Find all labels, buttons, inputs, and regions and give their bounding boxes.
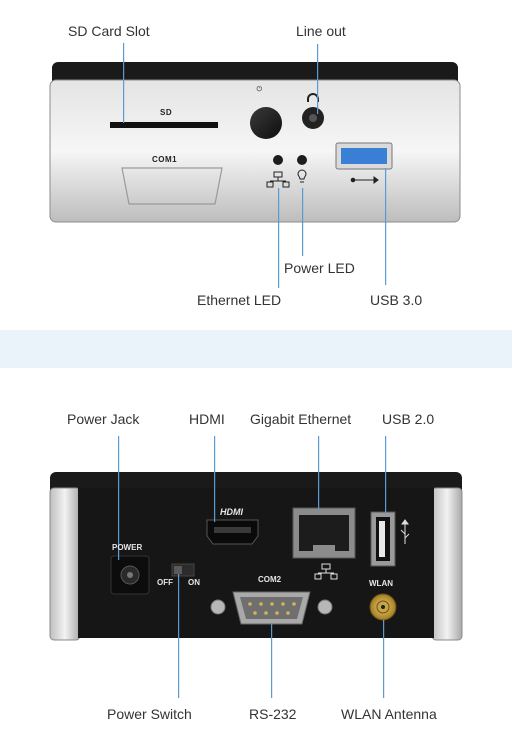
hdmi-logo-text: HDMI	[220, 507, 243, 517]
com2-text: COM2	[258, 575, 282, 584]
label-ethernet-led: Ethernet LED	[197, 292, 282, 308]
rear-left-side	[49, 487, 81, 641]
label-usb30: USB 3.0	[370, 292, 423, 308]
label-power-led: Power LED	[284, 260, 355, 276]
wlan-text: WLAN	[369, 579, 393, 588]
com2-screw-right	[317, 599, 333, 615]
power-button	[250, 107, 282, 139]
leader-ethernet-led	[278, 188, 280, 288]
label-hdmi: HDMI	[189, 411, 225, 427]
leader-usb20	[385, 436, 387, 514]
network-icon	[266, 171, 290, 188]
label-usb20: USB 2.0	[382, 411, 435, 427]
rear-right-side	[431, 487, 463, 641]
label-line-out: Line out	[296, 23, 346, 39]
section-divider-band	[0, 330, 512, 368]
sd-slot	[110, 122, 218, 128]
label-gigabit-ethernet: Gigabit Ethernet	[250, 411, 352, 427]
com2-screw-left	[210, 599, 226, 615]
leader-power-jack	[118, 436, 120, 560]
leader-wlan-antenna	[383, 620, 385, 698]
leader-line-out	[317, 44, 319, 114]
rear-device-illustration	[49, 436, 463, 698]
rs232-pins	[248, 602, 296, 615]
leader-hdmi	[214, 436, 216, 522]
leader-gigabit-ethernet	[318, 436, 320, 510]
usb3-port-blue	[341, 148, 387, 164]
on-text: ON	[188, 578, 200, 587]
label-wlan-antenna: WLAN Antenna	[341, 706, 437, 722]
front-device-illustration	[49, 43, 461, 288]
rear-network-icon	[314, 563, 338, 580]
sd-text: SD	[160, 108, 173, 117]
leader-sd-card-slot	[123, 43, 125, 123]
com1-text: COM1	[152, 155, 178, 164]
off-text: OFF	[157, 578, 173, 587]
label-power-jack: Power Jack	[67, 411, 140, 427]
leader-rs232	[271, 624, 273, 698]
rear-usb-icon	[400, 519, 410, 544]
leader-power-led	[302, 188, 304, 256]
leader-power-switch	[178, 574, 180, 698]
bulb-icon	[297, 169, 307, 183]
usb-icon	[350, 176, 379, 184]
leader-usb30	[385, 168, 387, 285]
label-rs232: RS-232	[249, 706, 297, 722]
power-text: POWER	[112, 543, 143, 552]
headphone-icon	[307, 93, 319, 102]
label-power-switch: Power Switch	[107, 706, 192, 722]
front-silver-body	[49, 79, 461, 223]
ethernet-led	[273, 155, 283, 165]
power-led	[297, 155, 307, 165]
label-sd-card-slot: SD Card Slot	[68, 23, 150, 39]
com1-knockout	[121, 167, 223, 205]
